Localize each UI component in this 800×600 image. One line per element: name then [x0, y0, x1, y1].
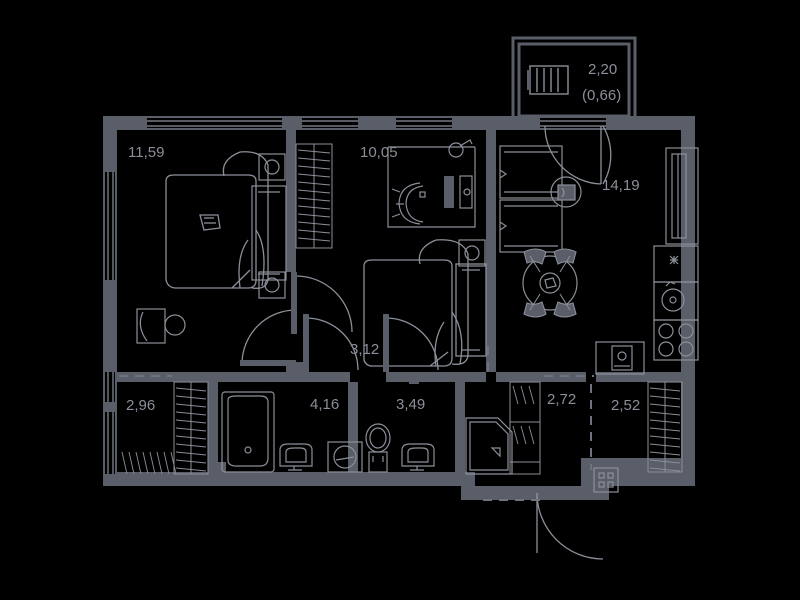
nightstand-bedroom-1	[251, 153, 287, 299]
window-left-bedroom-1	[105, 172, 115, 280]
window-kitchen-top	[540, 118, 606, 128]
electrical-panel-icon	[593, 467, 619, 493]
room-label-balcony: 2,20	[588, 61, 617, 78]
room-label-hall: 3,12	[350, 341, 379, 358]
tv-wall-mount-icon	[550, 176, 582, 208]
window-left-loggia-upper	[105, 372, 115, 402]
wardrobe-bedroom-1	[295, 143, 333, 249]
bathtub-icon	[221, 391, 275, 473]
room-label-wc: 3,49	[396, 396, 425, 413]
wardrobe-storage-right	[647, 381, 683, 473]
washing-machine-bathroom-icon	[327, 441, 363, 473]
windows	[105, 118, 606, 474]
wardrobe-corridor	[509, 381, 541, 475]
room-label-balcony-adjusted: (0,66)	[582, 87, 621, 104]
room-label-loggia-left: 2,96	[126, 397, 155, 414]
room-label-bathroom: 4,16	[310, 396, 339, 413]
window-left-loggia-lower	[105, 412, 115, 474]
room-label-kitchen-living: 14,19	[602, 177, 640, 194]
kitchen-counter-right	[653, 245, 699, 321]
chair-bedroom-2	[391, 182, 424, 225]
dining-chair	[523, 248, 577, 318]
nightstand-bedroom-2	[458, 239, 486, 267]
dining-chair-frames	[529, 255, 571, 311]
door-balcony	[544, 125, 612, 185]
room-labels: 11,59 10,05 14,19 2,20 (0,66) 2,96 3,12 …	[126, 61, 640, 414]
door-bedroom-1	[240, 309, 297, 366]
wardrobe-loggia-left	[121, 381, 209, 475]
window-bedroom-2-top-right	[396, 118, 452, 128]
water-heater-icon	[136, 308, 186, 344]
room-label-bedroom-2: 10,05	[360, 144, 398, 161]
doors	[240, 125, 612, 560]
room-label-storage-right: 2,52	[611, 397, 640, 414]
toilet-icon	[365, 423, 391, 473]
door-bathroom	[303, 314, 359, 372]
room-label-corridor: 2,72	[547, 391, 576, 408]
door-bedroom-2	[291, 272, 353, 334]
door-wc	[383, 314, 439, 372]
thresholds	[119, 346, 594, 501]
room-label-bedroom-1: 11,59	[128, 144, 164, 161]
refrigerator-icon	[665, 147, 699, 245]
washing-machine-storage-icon	[595, 341, 645, 375]
window-bedroom-2-top-left	[302, 118, 358, 128]
entry-door	[536, 492, 604, 560]
desk-bedroom-2	[387, 139, 476, 228]
dining-table-round	[522, 255, 578, 311]
bed-double-bedroom-2	[363, 239, 487, 367]
washbasin-wc-icon	[401, 443, 435, 471]
cooktop-four-burner-icon	[653, 319, 699, 361]
balcony-wall-ends	[510, 116, 637, 130]
radiator-balcony-icon	[527, 65, 569, 95]
window-bedroom-1-top	[147, 118, 282, 128]
washbasin-icon	[279, 443, 313, 471]
shower-stall-icon	[465, 417, 513, 475]
